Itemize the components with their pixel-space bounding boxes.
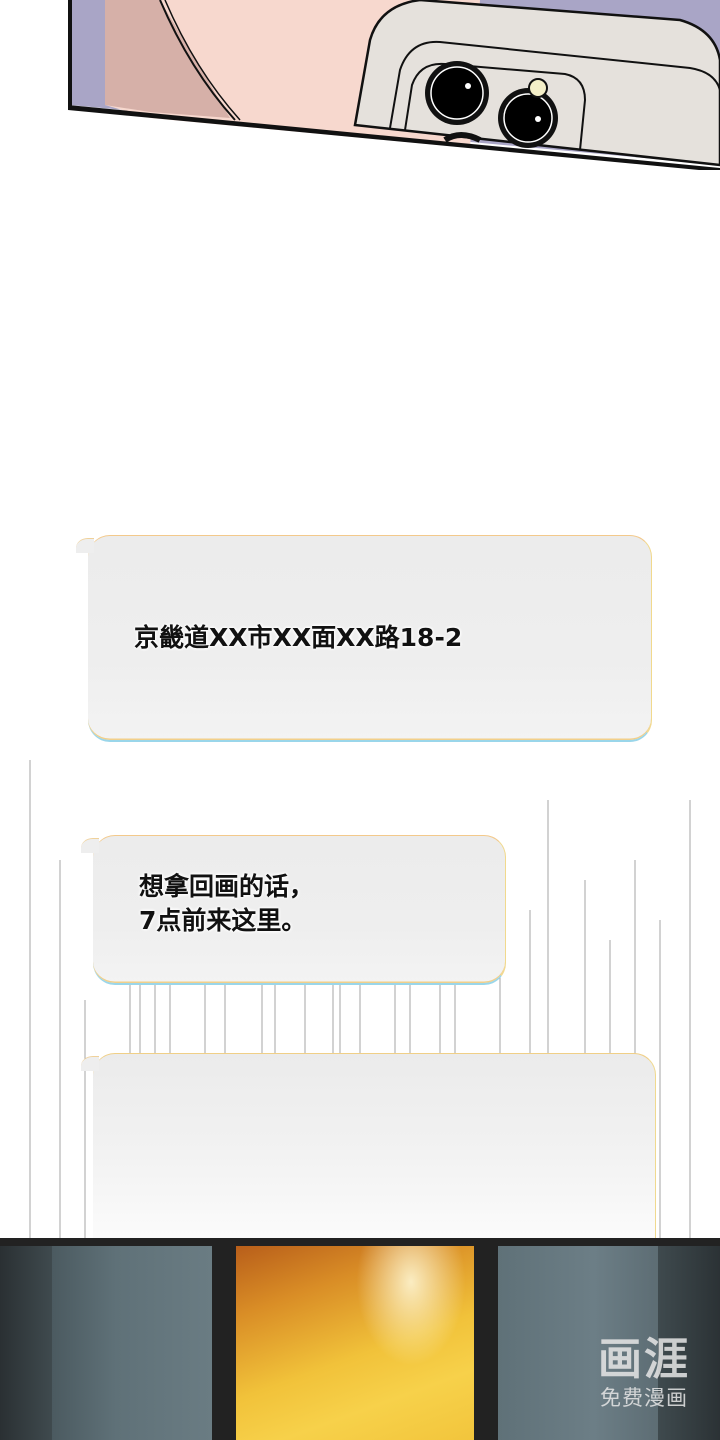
watermark-subtitle: 免费漫画 xyxy=(600,1386,688,1410)
chat-bubble-empty-fading xyxy=(81,1053,656,1254)
watermark-logo: 画涯 xyxy=(598,1334,690,1385)
chat-bubble-instruction: 想拿回画的话， 7点前来这里。 xyxy=(81,835,506,985)
message-text: 想拿回画的话， 7点前来这里。 xyxy=(139,870,314,938)
comic-panel-doorway: 画涯 免费漫画 xyxy=(0,1238,720,1440)
bright-doorway xyxy=(236,1246,474,1440)
window-left xyxy=(52,1246,212,1440)
comic-panel-phone xyxy=(0,0,720,172)
chat-bubble-address: 京畿道XX市XX面XX路18-2 xyxy=(76,535,652,742)
window-right xyxy=(498,1246,658,1440)
message-line-2: 7点前来这里。 xyxy=(139,906,307,935)
wall-right xyxy=(658,1246,720,1440)
wall-left xyxy=(0,1246,52,1440)
message-line-1: 想拿回画的话， xyxy=(139,872,315,901)
watermark: 画涯 免费漫画 xyxy=(598,1336,690,1412)
phone-closeup-illustration xyxy=(68,0,720,172)
light-glow xyxy=(356,1246,466,1366)
message-text: 京畿道XX市XX面XX路18-2 xyxy=(134,623,463,652)
